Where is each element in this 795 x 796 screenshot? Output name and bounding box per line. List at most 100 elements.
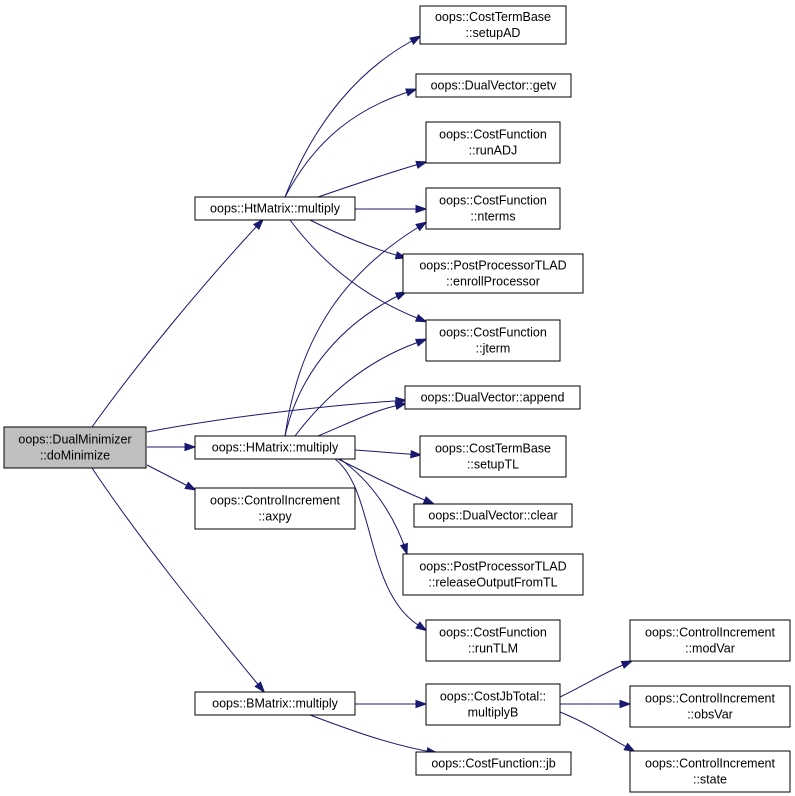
- edge-bmult-to-jbmult: [355, 699, 428, 709]
- node-box: [415, 73, 572, 98]
- edge-root-to-hmult: [147, 442, 197, 452]
- node-box: [425, 619, 561, 662]
- edge-jbmult-to-modVar: [559, 660, 634, 698]
- edge-hmult-to-append: [317, 401, 408, 437]
- node-box: [194, 487, 356, 530]
- node-label: ::obsVar: [687, 708, 733, 722]
- node-label: oops::PostProcessorTLAD: [419, 560, 566, 574]
- edge-bmult-to-jb: [309, 714, 439, 756]
- node-label: multiplyB: [468, 706, 519, 720]
- node-label: ::doMinimize: [40, 449, 110, 463]
- edge-hmult-to-nterms: [284, 221, 428, 437]
- node-enroll[interactable]: oops::PostProcessorTLAD::enrollProcessor: [402, 253, 584, 294]
- node-label: oops::CostFunction::jb: [431, 757, 555, 771]
- node-label: ::state: [693, 773, 727, 787]
- node-label: oops::PostProcessorTLAD: [419, 259, 566, 273]
- node-nterms[interactable]: oops::CostFunction::nterms: [425, 187, 561, 230]
- node-clear[interactable]: oops::DualVector::clear: [413, 503, 573, 528]
- node-label: ::nterms: [470, 210, 515, 224]
- node-box: [419, 435, 567, 478]
- node-box: [3, 426, 147, 469]
- node-label: oops::CostTermBase: [435, 10, 551, 24]
- edges-layer: [91, 35, 636, 756]
- node-label: oops::CostTermBase: [435, 442, 551, 456]
- node-label: oops::ControlIncrement: [645, 626, 775, 640]
- edge-htmult-to-enroll: [309, 219, 408, 260]
- node-label: oops::ControlIncrement: [645, 692, 775, 706]
- edge-root-to-bmult: [91, 467, 266, 694]
- node-label: oops::DualVector::clear: [428, 509, 557, 523]
- edge-htmult-to-setupAD: [284, 35, 422, 198]
- node-state[interactable]: oops::ControlIncrement::state: [629, 750, 791, 793]
- node-jbmult[interactable]: oops::CostJbTotal::multiplyB: [425, 683, 561, 726]
- node-box: [425, 187, 561, 230]
- node-box: [629, 750, 791, 793]
- node-jterm[interactable]: oops::CostFunction::jterm: [425, 319, 561, 362]
- node-box: [415, 751, 572, 776]
- node-box: [194, 435, 356, 460]
- node-box: [425, 683, 561, 726]
- node-jb[interactable]: oops::CostFunction::jb: [415, 751, 572, 776]
- edge-root-to-append: [146, 396, 408, 433]
- node-box: [425, 319, 561, 362]
- node-box: [629, 685, 791, 728]
- node-label: oops::HMatrix::multiply: [212, 441, 339, 455]
- edge-htmult-to-nterms: [355, 204, 428, 214]
- edge-jbmult-to-obsVar: [560, 699, 632, 709]
- node-box: [194, 691, 356, 716]
- node-label: ::setupTL: [467, 458, 519, 472]
- node-box: [404, 385, 581, 410]
- node-hmult[interactable]: oops::HMatrix::multiply: [194, 435, 356, 460]
- edge-hmult-to-setupTL: [354, 449, 423, 459]
- node-setupAD[interactable]: oops::CostTermBase::setupAD: [419, 5, 567, 45]
- node-label: oops::CostFunction: [439, 128, 547, 142]
- node-modVar[interactable]: oops::ControlIncrement::modVar: [629, 619, 791, 662]
- node-label: ::enrollProcessor: [446, 275, 540, 289]
- node-box: [629, 619, 791, 662]
- node-label: oops::CostJbTotal::: [440, 690, 546, 704]
- edge-hmult-to-release: [339, 458, 408, 556]
- edge-jbmult-to-state: [559, 711, 636, 753]
- node-box: [402, 553, 584, 596]
- node-label: oops::CostFunction: [439, 194, 547, 208]
- node-label: oops::DualMinimizer: [18, 433, 131, 447]
- node-label: ::axpy: [258, 510, 292, 524]
- node-append[interactable]: oops::DualVector::append: [404, 385, 581, 410]
- node-box: [425, 121, 561, 164]
- edge-htmult-to-jterm: [289, 219, 428, 323]
- edge-hmult-to-jterm: [294, 338, 428, 437]
- node-label: oops::DualVector::append: [421, 391, 565, 405]
- node-label: oops::ControlIncrement: [210, 494, 340, 508]
- node-label: ::setupAD: [466, 26, 521, 40]
- node-htmult[interactable]: oops::HtMatrix::multiply: [194, 196, 356, 221]
- edge-hmult-to-runTLM: [334, 458, 428, 632]
- node-bmult[interactable]: oops::BMatrix::multiply: [194, 691, 356, 716]
- node-label: oops::CostFunction: [439, 626, 547, 640]
- node-getv[interactable]: oops::DualVector::getv: [415, 73, 572, 98]
- nodes-layer: oops::DualMinimizer::doMinimize oops::HtM…: [3, 5, 791, 793]
- edge-htmult-to-getv: [284, 88, 418, 198]
- edge-htmult-to-runADJ: [317, 160, 429, 198]
- node-label: ::releaseOutputFromTL: [428, 576, 557, 590]
- node-obsVar[interactable]: oops::ControlIncrement::obsVar: [629, 685, 791, 728]
- node-setupTL[interactable]: oops::CostTermBase::setupTL: [419, 435, 567, 478]
- node-label: oops::HtMatrix::multiply: [210, 202, 341, 216]
- edge-root-to-ciaxpy: [146, 464, 197, 491]
- node-label: ::runADJ: [469, 144, 518, 158]
- node-label: oops::DualVector::getv: [431, 79, 558, 93]
- node-runADJ[interactable]: oops::CostFunction::runADJ: [425, 121, 561, 164]
- node-label: oops::CostFunction: [439, 326, 547, 340]
- node-runTLM[interactable]: oops::CostFunction::runTLM: [425, 619, 561, 662]
- node-box: [402, 253, 584, 294]
- node-label: oops::BMatrix::multiply: [212, 697, 338, 711]
- node-root[interactable]: oops::DualMinimizer::doMinimize: [3, 426, 147, 469]
- node-label: oops::ControlIncrement: [645, 757, 775, 771]
- node-label: ::jterm: [476, 342, 511, 356]
- node-label: ::runTLM: [468, 642, 518, 656]
- node-release[interactable]: oops::PostProcessorTLAD::releaseOutputFr…: [402, 553, 584, 596]
- edge-root-to-htmult: [91, 218, 265, 428]
- node-ciaxpy[interactable]: oops::ControlIncrement::axpy: [194, 487, 356, 530]
- node-box: [194, 196, 356, 221]
- node-box: [413, 503, 573, 528]
